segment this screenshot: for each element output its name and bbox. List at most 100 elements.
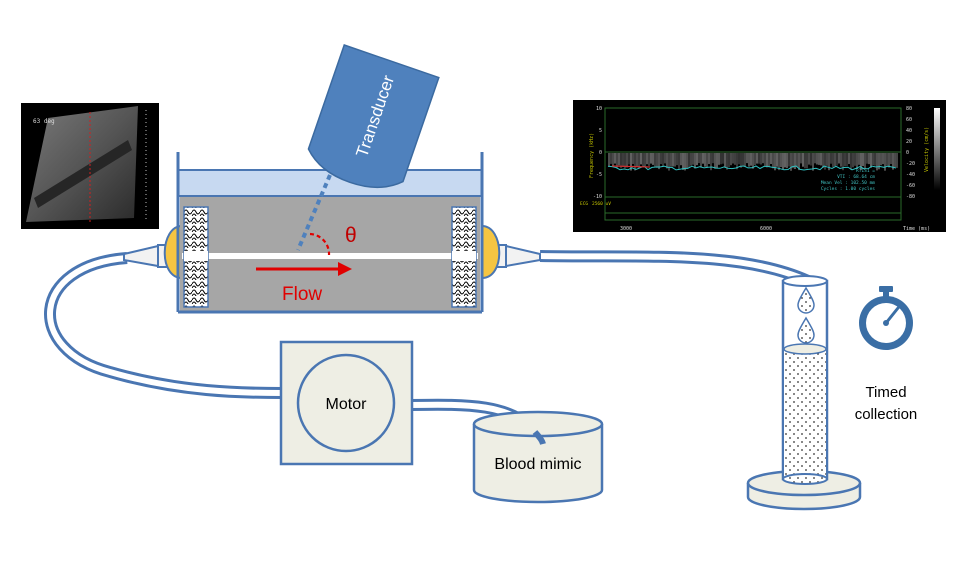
spectrum-column: [818, 153, 820, 165]
spectrum-column: [636, 153, 638, 167]
spectrum-column: [708, 153, 710, 164]
spectrum-column: [728, 153, 730, 167]
flow-arrow: [256, 262, 352, 276]
spectrum-column: [736, 153, 738, 170]
doppler-right-tick: -20: [906, 161, 915, 167]
spectrum-column: [882, 153, 884, 165]
spectrum-column: [612, 153, 614, 167]
spectrum-column: [652, 153, 654, 165]
spectrum-column: [844, 153, 846, 167]
spectrum-column: [846, 153, 848, 167]
spectrum-column: [824, 153, 826, 170]
spectrum-column: [670, 153, 672, 167]
spectrum-column: [620, 153, 622, 169]
spectrum-column: [832, 153, 834, 167]
doppler-ecg-value: 2560 uV: [592, 201, 611, 207]
spectrum-column: [672, 153, 674, 167]
bmode-image-inset: 63 deg: [21, 103, 159, 229]
spectrum-column: [698, 153, 700, 164]
vessel-lumen: [182, 253, 478, 259]
doppler-x-tick-1: 6000: [760, 226, 772, 232]
spectrum-column: [682, 153, 684, 170]
doppler-right-tick: 40: [906, 128, 912, 134]
spectrum-column: [740, 153, 742, 168]
spectrum-column: [782, 153, 784, 170]
spectrum-column: [678, 153, 680, 169]
spectrum-column: [684, 153, 686, 171]
doppler-ecg-label: ECG: [580, 201, 588, 207]
spectrum-column: [660, 153, 662, 165]
spectrum-column: [634, 153, 636, 171]
spectrum-column: [826, 153, 828, 166]
doppler-x-tick-0: 3000: [620, 226, 632, 232]
spectrum-column: [890, 153, 892, 164]
spectrum-column: [658, 153, 660, 170]
spectrum-column: [840, 153, 842, 167]
spectrum-column: [868, 153, 870, 165]
spectrum-column: [694, 153, 696, 169]
spectrum-column: [870, 153, 872, 168]
spectrum-column: [876, 153, 878, 171]
spectrum-column: [654, 153, 656, 167]
spectrum-column: [748, 153, 750, 167]
spectrum-column: [638, 153, 640, 169]
doppler-right-tick: 60: [906, 117, 912, 123]
reservoir-label: Blood mimic: [494, 456, 581, 473]
spectrum-column: [742, 153, 744, 167]
doppler-stat-0: RTIS1 =: [856, 168, 875, 174]
bmode-angle-text: 63 deg: [33, 118, 55, 125]
spectrum-column: [688, 153, 690, 168]
spectrum-column: [738, 153, 740, 165]
spectrum-column: [614, 153, 616, 164]
spectrum-column: [814, 153, 816, 164]
spectrum-column: [816, 153, 818, 165]
spectrum-column: [772, 153, 774, 169]
spectrum-column: [640, 153, 642, 165]
spectrum-column: [796, 153, 798, 167]
doppler-x-label: Time (ms): [903, 226, 930, 232]
spectrum-column: [802, 153, 804, 167]
spectrum-column: [622, 153, 624, 167]
spectrum-column: [856, 153, 858, 169]
spectrum-column: [886, 153, 888, 166]
spectrum-envelope: [607, 165, 897, 171]
angle-theta-label: θ: [345, 224, 357, 247]
spectrum-column: [786, 153, 788, 169]
spectrum-column: [776, 153, 778, 167]
flow-phantom-chamber: [163, 152, 501, 314]
spectrum-column: [806, 153, 808, 169]
spectrum-column: [838, 153, 840, 164]
transducer-probe: Transducer: [307, 44, 440, 189]
spectrum-column: [692, 153, 694, 165]
spectrum-column: [712, 153, 714, 164]
spectrum-column: [800, 153, 802, 164]
spectrum-column: [668, 153, 670, 171]
spectrum-column: [866, 153, 868, 164]
motor-pump: Motor: [279, 340, 414, 466]
spectrum-column: [784, 153, 786, 168]
spectrum-column: [812, 153, 814, 171]
spectrum-column: [788, 153, 790, 167]
spectrum-column: [716, 153, 718, 169]
collection-cylinder: [746, 275, 862, 511]
spectrum-column: [624, 153, 626, 169]
spectrum-column: [674, 153, 676, 167]
spectrum-column: [744, 153, 746, 167]
spectrum-column: [726, 153, 728, 170]
spectrum-column: [618, 153, 620, 166]
flow-label: Flow: [282, 284, 322, 305]
spectrum-column: [874, 153, 876, 166]
spectrum-column: [750, 153, 752, 166]
doppler-stat-3: Cycles : 1.00 cycles: [821, 186, 875, 192]
spectrum-column: [892, 153, 894, 170]
tubing: [44, 250, 811, 437]
spectrum-column: [700, 153, 702, 168]
spectrum-column: [834, 153, 836, 167]
spectrum-column: [630, 153, 632, 171]
spectrum-column: [770, 153, 772, 164]
ultrasound-beam: [296, 174, 332, 251]
spectrum-column: [650, 153, 652, 164]
stopwatch-icon: [859, 286, 913, 350]
spectrum-column: [780, 153, 782, 167]
